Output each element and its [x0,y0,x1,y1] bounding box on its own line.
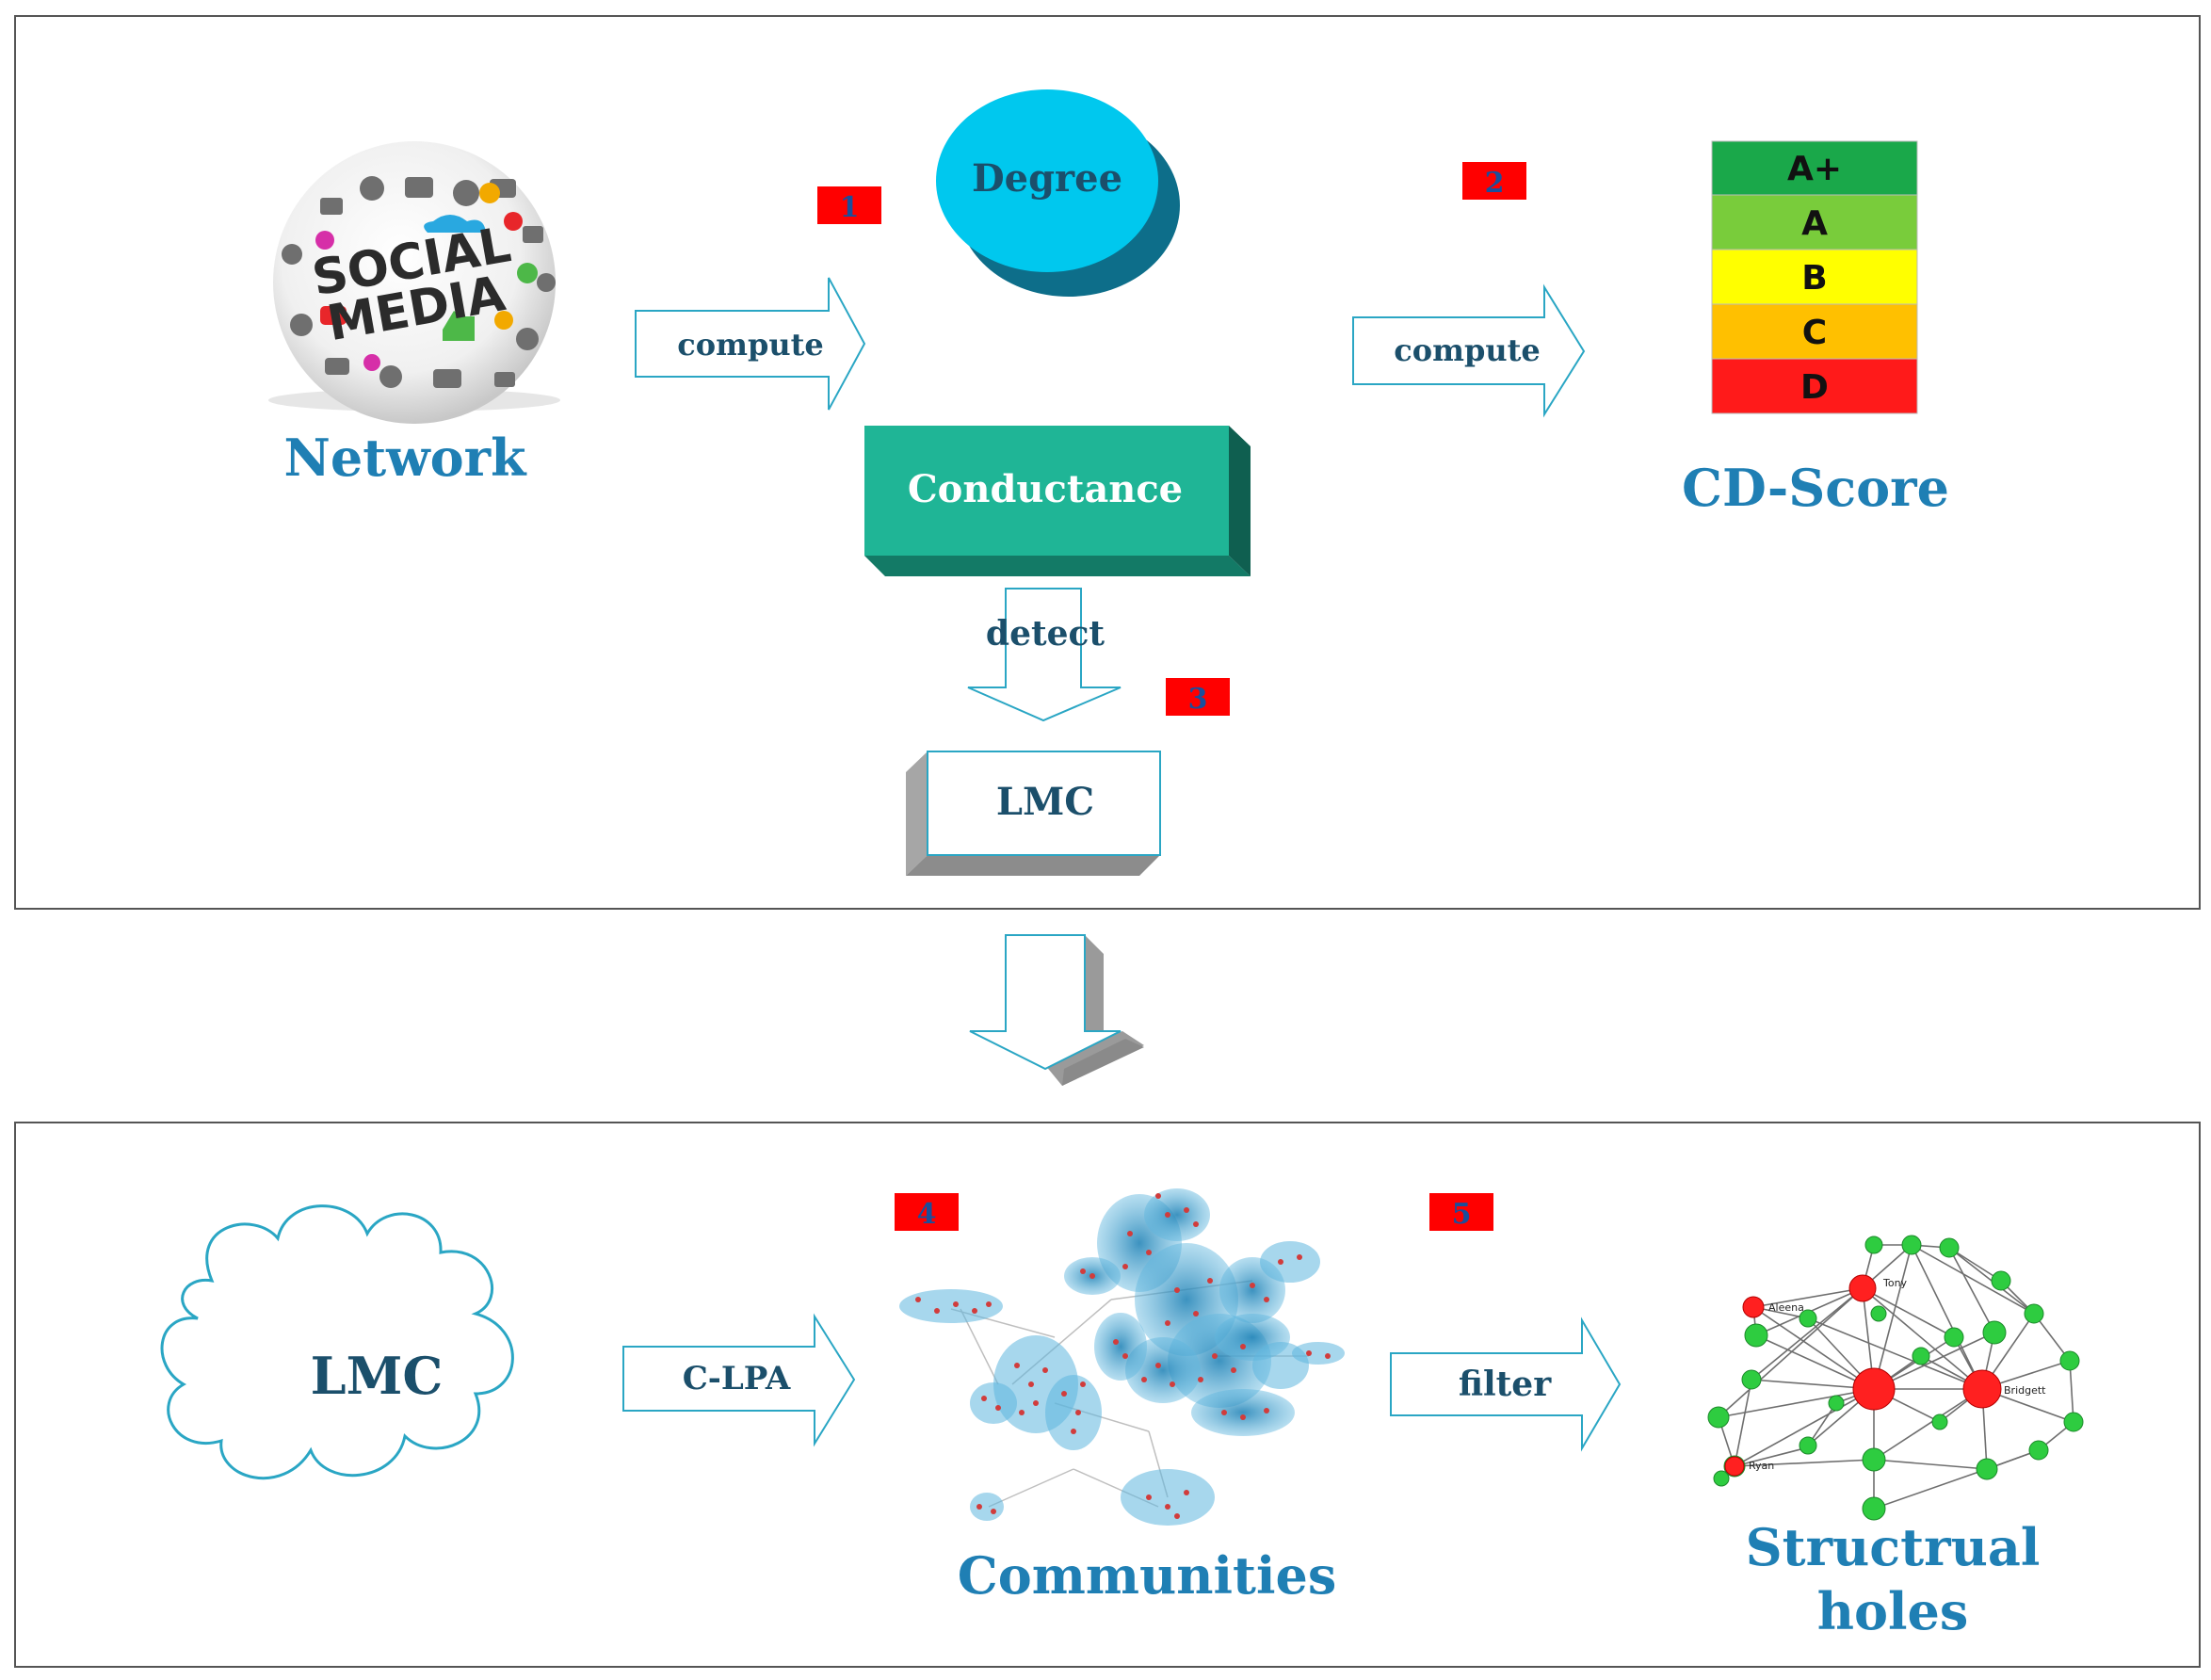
node-name-ryan: Ryan [1749,1460,1774,1472]
filter-label: filter [1459,1365,1552,1404]
conductance-label: Conductance [908,467,1183,511]
detect-label: detect [986,614,1106,654]
community-graph-icon [899,1188,1345,1526]
step-badge-4-label: 4 [917,1198,937,1231]
grade-b-label: B [1801,259,1827,298]
grade-a-plus [1711,140,1918,196]
grade-c-label: C [1802,314,1827,352]
node-name-tony: Tony [1882,1277,1908,1289]
grade-a [1711,194,1918,250]
clpa-label: C-LPA [683,1360,791,1397]
communities-label: Communities [958,1545,1337,1606]
node-name-aleena: Aleena [1768,1301,1804,1314]
structural-label-line1: Structrual [1746,1517,2041,1577]
conductance-node: Conductance [864,426,1251,576]
grade-a-label: A [1801,204,1828,243]
step-badge-4 [895,1193,959,1231]
network-graph-icon: Tony Aleena Bridgett Ryan [1707,1235,2084,1521]
transition-arrow [969,934,1144,1086]
grade-d [1711,358,1918,414]
compute-arrow-2 [1352,283,1586,418]
detect-arrow [967,588,1122,722]
step-badge-1 [817,186,881,224]
cloud-lmc-label: LMC [311,1346,444,1406]
network-label: Network [283,428,527,488]
cd-score-label: CD-Score [1682,458,1949,518]
degree-label: Degree [972,156,1122,201]
degree-node: Degree [936,89,1180,297]
step-badge-5 [1429,1193,1493,1231]
lmc-box: LMC [906,751,1161,876]
step-badge-3 [1166,678,1230,716]
filter-arrow [1390,1317,1622,1452]
cloud-icon [160,1204,514,1480]
cd-score-grades: A+ A B C D [1711,140,1918,414]
social-media-globe-icon: SOCIAL MEDIA [268,141,560,424]
node-name-bridgett: Bridgett [2004,1384,2046,1397]
grade-a-plus-label: A+ [1787,150,1842,188]
compute-arrow-1 [635,277,866,411]
lmc-box-label: LMC [996,780,1094,824]
clpa-arrow [622,1313,856,1447]
step-badge-3-label: 3 [1188,683,1208,716]
structural-label-line2: holes [1817,1581,1969,1641]
grade-b [1711,249,1918,305]
step-badge-2-label: 2 [1485,167,1505,200]
compute-label-1: compute [677,327,823,363]
step-badge-5-label: 5 [1452,1198,1472,1231]
top-panel [14,15,2201,910]
bottom-panel [14,1122,2201,1668]
grade-d-label: D [1800,368,1829,407]
compute-label-2: compute [1394,332,1540,368]
step-badge-1-label: 1 [840,191,860,224]
step-badge-2 [1462,162,1526,200]
grade-c [1711,303,1918,360]
